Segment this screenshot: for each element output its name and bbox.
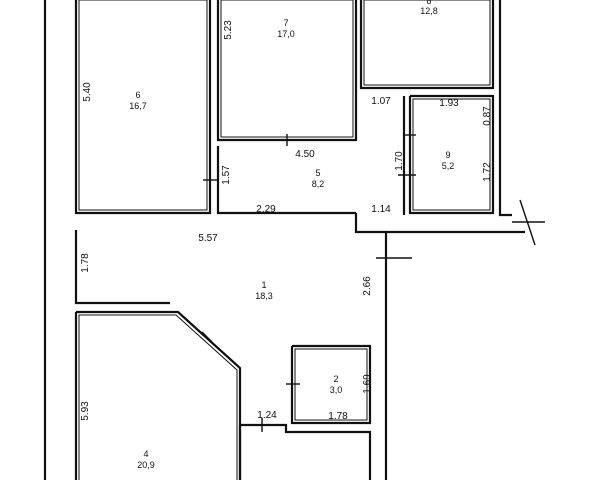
room-4-number: 4 xyxy=(143,449,148,459)
wall-room-5-left xyxy=(216,146,356,215)
room-2-number: 2 xyxy=(333,374,338,384)
room-4-area: 20,9 xyxy=(137,460,155,470)
wall-room-1-left xyxy=(74,230,170,305)
room-8-area: 12,8 xyxy=(420,6,438,16)
room-7-area: 17,0 xyxy=(277,29,295,39)
inner-room-6 xyxy=(78,0,208,211)
door-mark-room-4 xyxy=(201,331,213,343)
room-9-number: 9 xyxy=(445,150,450,160)
walls xyxy=(43,0,525,480)
wall-room-2 xyxy=(290,344,372,425)
inner-room-4 xyxy=(78,314,238,480)
wall-room-9 xyxy=(408,94,495,215)
door-marks xyxy=(201,134,545,432)
wall-room-8 xyxy=(359,0,495,90)
dim-1-57: 1.57 xyxy=(221,165,232,185)
room-9-area: 5,2 xyxy=(442,161,455,171)
dim-2-29: 2.29 xyxy=(256,204,276,215)
dim-1-70: 1.70 xyxy=(394,151,405,171)
dim-2-66: 2.66 xyxy=(362,276,373,296)
inner-room-9 xyxy=(412,98,491,211)
room-7-number: 7 xyxy=(283,18,288,28)
dim-1-07: 1.07 xyxy=(371,96,391,107)
dim-5-40: 5.40 xyxy=(82,82,93,102)
dim-1-78-horizontal: 1.78 xyxy=(328,411,348,422)
dim-1-24: 1.24 xyxy=(257,410,277,421)
dim-1-69: 1.69 xyxy=(362,374,373,394)
exterior-wall-right xyxy=(498,0,512,217)
room-labels: 6 16,7 7 17,0 8 12,8 5 8,2 9 5,2 1 18,3 … xyxy=(129,0,454,470)
dim-0-87: 0.87 xyxy=(482,106,493,126)
dim-5-57: 5.57 xyxy=(198,233,218,244)
room-6-area: 16,7 xyxy=(129,101,147,111)
inner-room-8 xyxy=(363,0,491,86)
room-1-number: 1 xyxy=(261,280,266,290)
room-5-area: 8,2 xyxy=(312,179,325,189)
dim-4-50: 4.50 xyxy=(295,149,315,160)
wall-room-6 xyxy=(74,0,212,215)
dim-5-23: 5.23 xyxy=(223,20,234,40)
wall-inner-lines xyxy=(78,0,491,480)
room-1-area: 18,3 xyxy=(255,291,273,301)
dim-1-78-vertical: 1.78 xyxy=(80,253,91,273)
room-6-number: 6 xyxy=(135,90,140,100)
dim-1-93: 1.93 xyxy=(439,98,459,109)
room-2-area: 3,0 xyxy=(330,385,343,395)
dimension-labels: 5.40 5.23 0.87 1.70 1.72 1.57 1.78 2.66 … xyxy=(80,20,493,422)
dim-1-72: 1.72 xyxy=(482,162,493,182)
room-8-number: 8 xyxy=(426,0,431,6)
room-5-number: 5 xyxy=(315,168,320,178)
dim-1-14: 1.14 xyxy=(371,204,391,215)
dim-5-93: 5.93 xyxy=(80,401,91,421)
wall-hall-top-right xyxy=(354,213,388,480)
wall-lower-room-top xyxy=(240,423,372,480)
wall-room-4-chamfer xyxy=(76,310,242,480)
